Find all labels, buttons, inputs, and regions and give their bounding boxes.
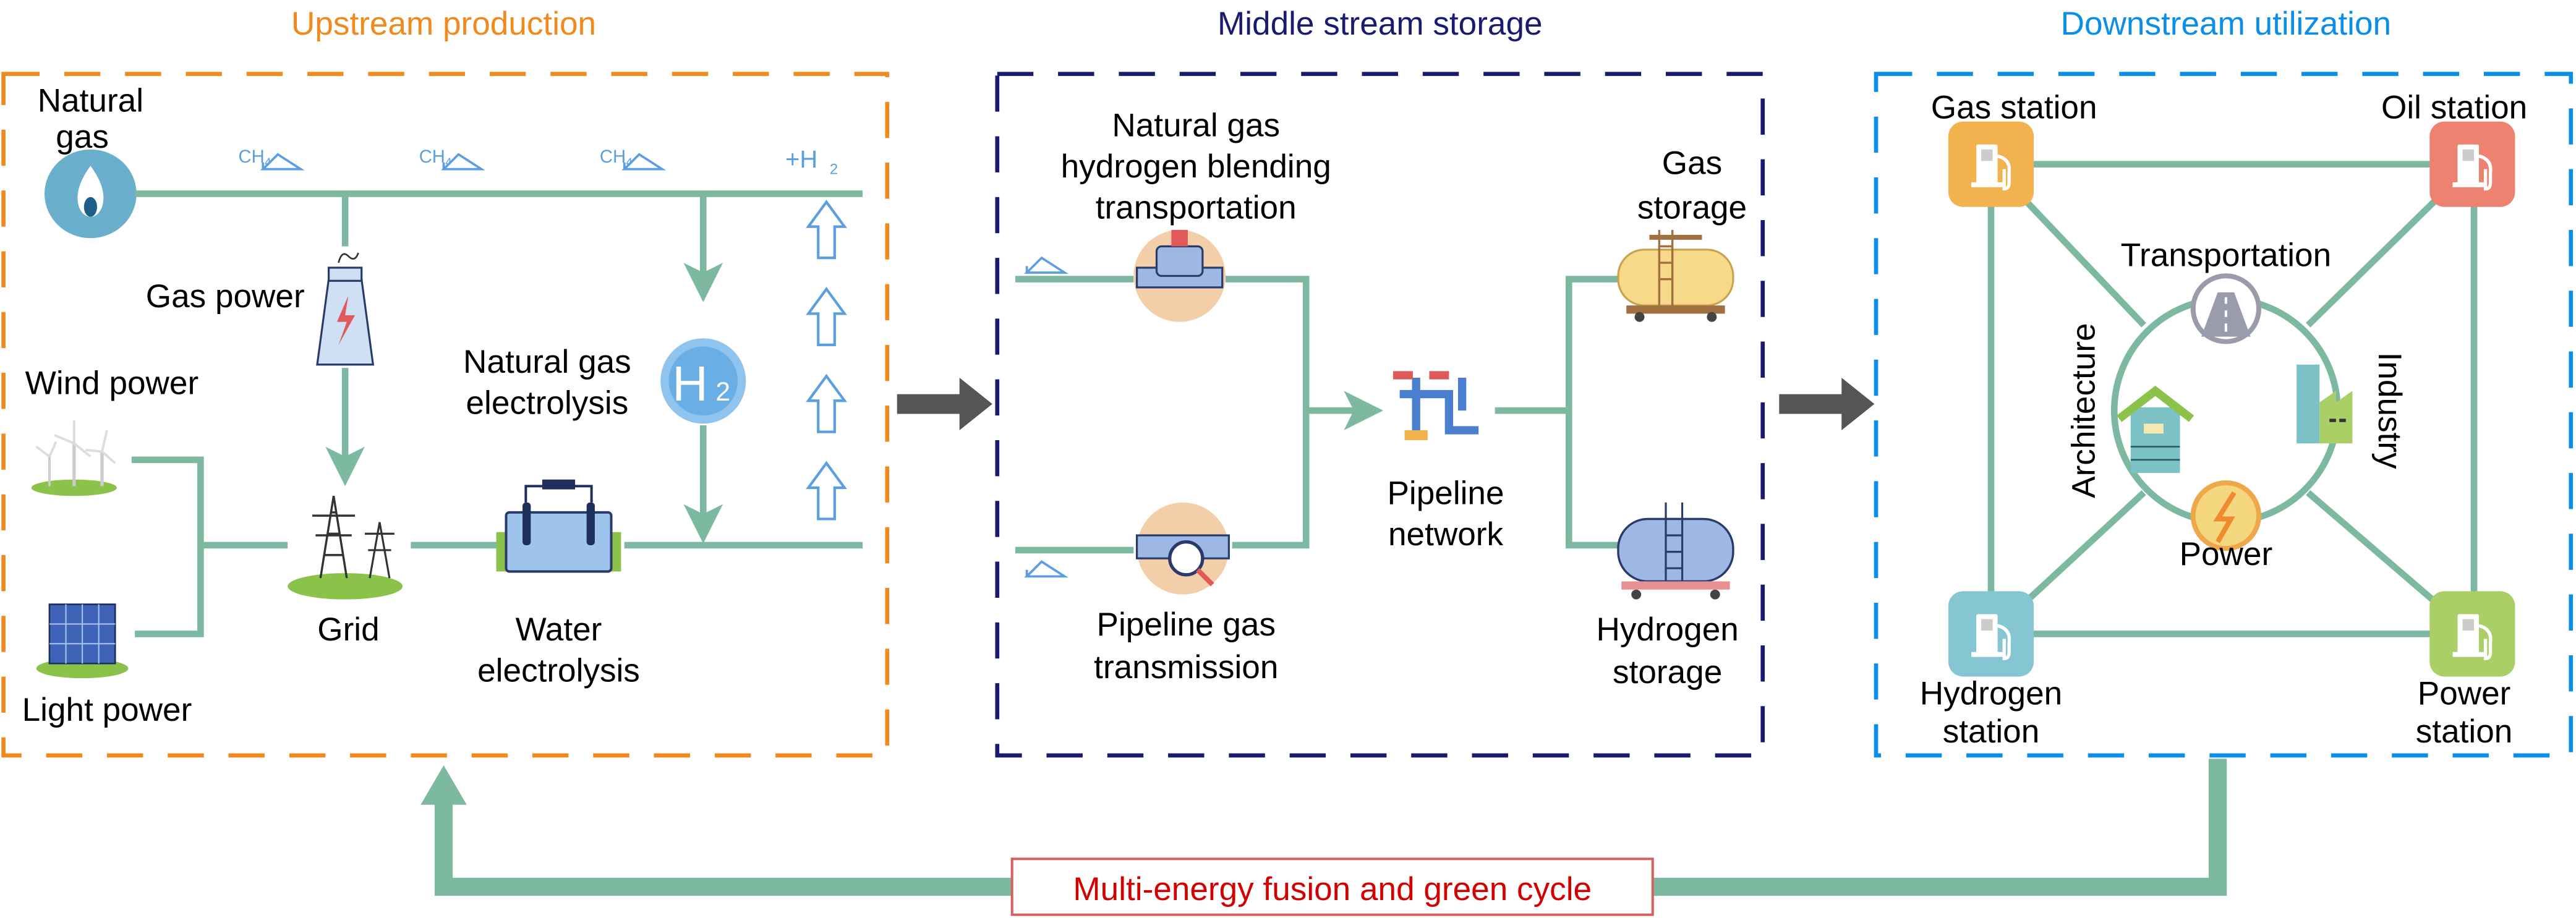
blending-label-3: transportation: [1096, 189, 1297, 226]
up-arrow-icon: [808, 463, 844, 519]
house-icon: [2117, 385, 2194, 474]
renewables-bracket-line: [131, 456, 204, 637]
pipeline-network-label-2: network: [1388, 516, 1503, 553]
hydrogen-station-label-2: station: [1943, 713, 2040, 750]
transportation-label: Transportation: [2121, 237, 2332, 273]
industry-label: Industry: [2371, 352, 2408, 469]
hydrogen-storage-label-1: Hydrogen: [1596, 611, 1738, 648]
wind-power-label: Wind power: [25, 365, 199, 402]
pipeline-network-icon: [1393, 371, 1479, 440]
gas-station-icon: [1948, 121, 2034, 207]
architecture-label: Architecture: [2065, 323, 2102, 498]
hydrogen-station-label-1: Hydrogen: [1920, 676, 2062, 712]
water-electrolysis-label-2: electrolysis: [477, 652, 640, 689]
gas-power-plant-icon: [316, 252, 375, 366]
ch4-flow-labels: CH 4 CH 4 CH 4 +H 2: [238, 146, 838, 178]
up-arrow-icon: [808, 202, 844, 258]
gas-station-label: Gas station: [1931, 89, 2097, 125]
hydrogen-rise-arrows: [808, 202, 844, 519]
pipeline-network-label-1: Pipeline: [1388, 475, 1504, 512]
transmission-label-1: Pipeline gas: [1097, 606, 1276, 643]
station-network-square: [1987, 161, 2478, 637]
ng-electrolysis-label-1: Natural gas: [463, 344, 631, 380]
midstream-to-downstream-arrow-icon: [1779, 378, 1875, 431]
downstream-box: [1874, 72, 2574, 758]
plus-h2-label: +H: [785, 146, 817, 173]
upstream-title: Upstream production: [291, 6, 596, 42]
factory-icon: [2297, 364, 2353, 444]
hydrogen-storage-label-2: storage: [1613, 654, 1722, 691]
oil-station-icon: [2429, 121, 2515, 207]
gas-storage-label-2: storage: [1637, 189, 1747, 226]
downstream-section: Downstream utilization Gas station Oil s…: [1874, 6, 2574, 758]
solar-panel-icon: [36, 603, 129, 679]
water-electrolysis-label-1: Water: [516, 611, 602, 648]
flow-arrow-icon: [1025, 257, 1066, 274]
storage-branch-line: [1565, 276, 1618, 549]
power-label: Power: [2180, 536, 2273, 572]
plus-h2-subscript: 2: [830, 161, 838, 178]
cycle-label-box: [1010, 857, 1654, 916]
upstream-to-midstream-arrow-icon: [897, 378, 992, 431]
power-grid-icon: [288, 495, 403, 600]
road-icon: [2190, 273, 2261, 344]
upstream-box: [1, 72, 890, 758]
oil-station-label: Oil station: [2381, 89, 2527, 125]
natural-gas-icon: [45, 149, 137, 239]
blending-label-2: hydrogen blending: [1061, 148, 1331, 185]
natural-gas-label-1: Natural: [38, 83, 143, 119]
transmission-label-2: transmission: [1094, 649, 1278, 686]
hydrogen-storage-tank-icon: [1617, 502, 1734, 600]
natural-gas-label-2: gas: [56, 119, 109, 155]
downstream-title: Downstream utilization: [2061, 6, 2391, 42]
gas-power-label: Gas power: [146, 278, 305, 315]
gas-storage-label-1: Gas: [1662, 145, 1722, 182]
hydrogen-icon: H 2: [660, 338, 746, 424]
power-station-icon: [2429, 591, 2515, 677]
hydrogen-station-icon: [1948, 591, 2034, 677]
up-arrow-icon: [808, 289, 844, 345]
ch4-subscript: 4: [445, 155, 451, 168]
grid-label: Grid: [317, 611, 379, 648]
midstream-box: [995, 72, 1765, 758]
midstream-title: Middle stream storage: [1218, 6, 1543, 42]
midstream-section: Middle stream storage Natural gas hydrog…: [995, 6, 1765, 758]
power-station-label-1: Power: [2418, 676, 2511, 712]
blending-valve-icon: [1133, 229, 1226, 322]
ch4-label: CH: [419, 147, 445, 167]
cycle-label: Multi-energy fusion and green cycle: [1073, 871, 1592, 907]
water-electrolysis-icon: [496, 479, 621, 573]
green-cycle-loop: Multi-energy fusion and green cycle: [420, 759, 2227, 916]
power-station-label-2: station: [2416, 713, 2513, 750]
station-diagonals: [1989, 161, 2475, 637]
light-power-label: Light power: [22, 692, 192, 728]
midstream-collector-line: [1226, 276, 1310, 549]
ch4-subscript: 4: [626, 155, 632, 168]
h2-icon-text: H: [672, 356, 708, 411]
h2-icon-subscript: 2: [715, 378, 730, 407]
ch4-label: CH: [238, 147, 264, 167]
ch4-subscript: 4: [265, 155, 271, 168]
ch4-label: CH: [600, 147, 626, 167]
pipeline-inspection-icon: [1136, 502, 1230, 595]
lightning-power-icon: [2190, 480, 2261, 551]
flow-arrow-icon: [1025, 560, 1066, 578]
blending-label-1: Natural gas: [1112, 107, 1280, 143]
ng-electrolysis-label-2: electrolysis: [466, 385, 629, 421]
up-arrow-icon: [808, 376, 844, 431]
upstream-section: Upstream production Natural gas CH 4 CH …: [1, 6, 890, 758]
gas-storage-tank-icon: [1617, 229, 1734, 322]
cycle-arrowhead-icon: [420, 765, 467, 805]
wind-turbine-icon: [31, 420, 117, 496]
